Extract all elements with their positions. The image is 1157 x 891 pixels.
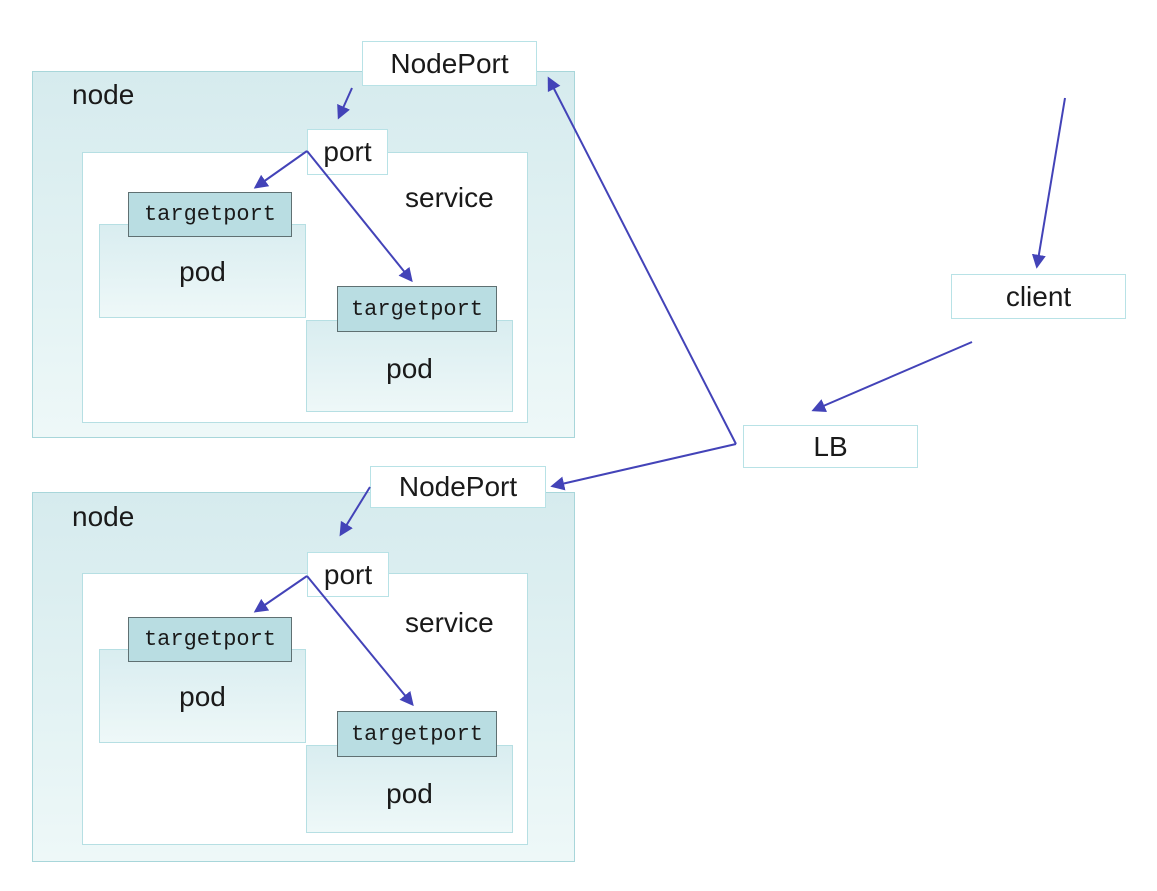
nodeport-1-box: NodePort (362, 41, 537, 86)
targetport-1a-box: targetport (128, 192, 292, 237)
client-box: client (951, 274, 1126, 319)
pod-2a-box (99, 649, 306, 743)
pod-2a-label: pod (179, 681, 226, 712)
service-1-label: service (405, 182, 494, 213)
arrow-lb-to-nodeport-1 (547, 76, 737, 445)
service-2-label: service (405, 607, 494, 638)
port-2-box: port (307, 552, 389, 597)
pod-1a-box (99, 224, 306, 318)
targetport-2a-box: targetport (128, 617, 292, 662)
targetport-1b-box: targetport (337, 286, 497, 332)
port-1-box: port (307, 129, 388, 175)
pod-1a-label: pod (179, 256, 226, 287)
pod-2b-label: pod (386, 778, 433, 809)
arrow-lb-to-nodeport-2 (550, 443, 737, 491)
targetport-2b-box: targetport (337, 711, 497, 757)
pod-1b-label: pod (386, 353, 433, 384)
node-2-label: node (72, 501, 135, 532)
pod-1b-box (306, 320, 513, 412)
nodeport-2-box: NodePort (370, 466, 546, 508)
lb-box: LB (743, 425, 918, 468)
node-1-label: node (72, 79, 135, 110)
arrow-client-to-lb (811, 341, 973, 413)
arrow-external-to-client (1031, 97, 1066, 269)
